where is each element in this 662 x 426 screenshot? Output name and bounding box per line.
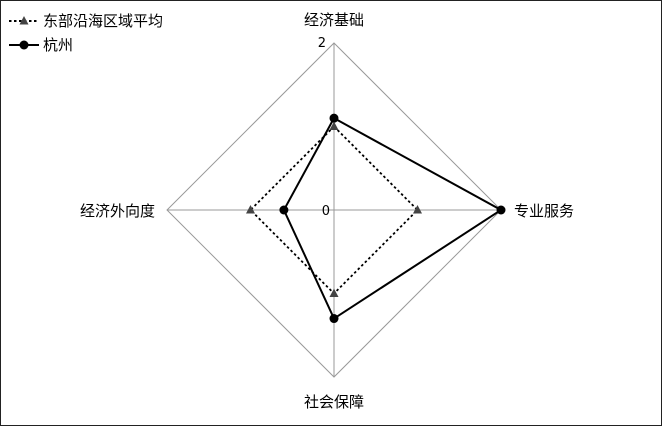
series-2-point-4 <box>279 205 289 215</box>
series-1-point-2 <box>413 205 422 214</box>
series-layer <box>246 113 506 324</box>
tick-label-2: 2 <box>318 36 326 51</box>
axis-label-3: 社会保障 <box>304 393 364 411</box>
series-1-point-1 <box>329 121 339 130</box>
axis-label-2: 专业服务 <box>514 202 574 220</box>
series-1-point-4 <box>246 205 255 214</box>
series-2-point-1 <box>329 113 339 123</box>
legend-marker-1 <box>19 16 29 25</box>
tick-label-0: 0 <box>322 204 330 219</box>
axis-label-4: 经济外向度 <box>80 202 155 220</box>
grid-layer <box>166 42 502 378</box>
axis-label-1: 经济基础 <box>304 11 364 29</box>
series-2-point-2 <box>496 205 506 215</box>
series-2-point-3 <box>329 314 339 324</box>
series-1-point-3 <box>329 288 339 297</box>
legend-label-1: 东部沿海区域平均 <box>43 12 163 30</box>
legend-marker-2 <box>19 40 29 50</box>
series-line-2 <box>282 116 503 321</box>
legend-label-2: 杭州 <box>43 36 73 54</box>
